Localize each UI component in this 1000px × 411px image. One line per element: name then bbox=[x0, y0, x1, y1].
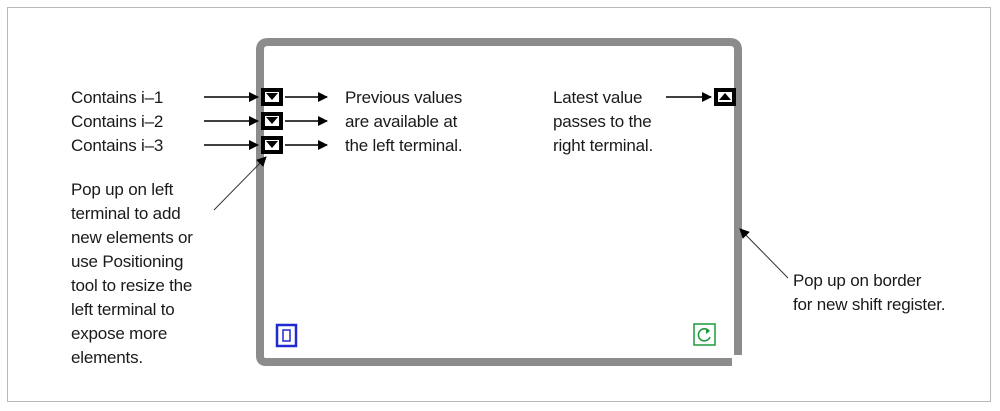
popup-left-line: tool to resize the bbox=[71, 276, 193, 295]
popup-left-line: elements. bbox=[71, 348, 143, 367]
popup-border-line: Pop up on border bbox=[793, 271, 922, 290]
left-terminal-3[interactable] bbox=[261, 136, 283, 154]
iteration-terminal-icon[interactable] bbox=[275, 323, 298, 348]
up-triangle-icon bbox=[719, 93, 731, 100]
latest-value-line: passes to the bbox=[553, 112, 652, 131]
popup-left-line: new elements or bbox=[71, 228, 193, 247]
previous-values-line: the left terminal. bbox=[345, 136, 463, 155]
left-shift-register[interactable] bbox=[261, 88, 283, 154]
popup-border-line: for new shift register. bbox=[793, 295, 946, 314]
down-triangle-icon bbox=[266, 93, 278, 100]
loop-condition-icon[interactable] bbox=[693, 323, 716, 346]
figure-frame bbox=[7, 7, 991, 402]
left-label-i-minus-2: Contains i–2 bbox=[71, 112, 164, 131]
latest-value-line: Latest value bbox=[553, 88, 643, 107]
popup-left-line: terminal to add bbox=[71, 204, 181, 223]
left-terminal-2[interactable] bbox=[261, 112, 283, 130]
previous-values-line: Previous values bbox=[345, 88, 463, 107]
previous-values-line: are available at bbox=[345, 112, 458, 131]
popup-left-arrow bbox=[213, 156, 267, 211]
popup-left-line: left terminal to bbox=[71, 300, 175, 319]
right-shift-register-terminal[interactable] bbox=[714, 88, 736, 106]
down-triangle-icon bbox=[266, 117, 278, 124]
terminal-output-arrows bbox=[285, 92, 328, 150]
left-label-i-minus-1: Contains i–1 bbox=[71, 88, 164, 107]
while-loop-border[interactable] bbox=[256, 38, 742, 366]
popup-left-line: Pop up on left bbox=[71, 180, 174, 199]
popup-left-line: use Positioning bbox=[71, 252, 184, 271]
popup-border-arrow bbox=[739, 228, 789, 279]
popup-left-line: expose more bbox=[71, 324, 168, 343]
down-triangle-icon bbox=[266, 141, 278, 148]
latest-value-line: right terminal. bbox=[553, 136, 653, 155]
label-arrows bbox=[204, 92, 259, 150]
left-label-i-minus-3: Contains i–3 bbox=[71, 136, 164, 155]
left-terminal-1[interactable] bbox=[261, 88, 283, 106]
